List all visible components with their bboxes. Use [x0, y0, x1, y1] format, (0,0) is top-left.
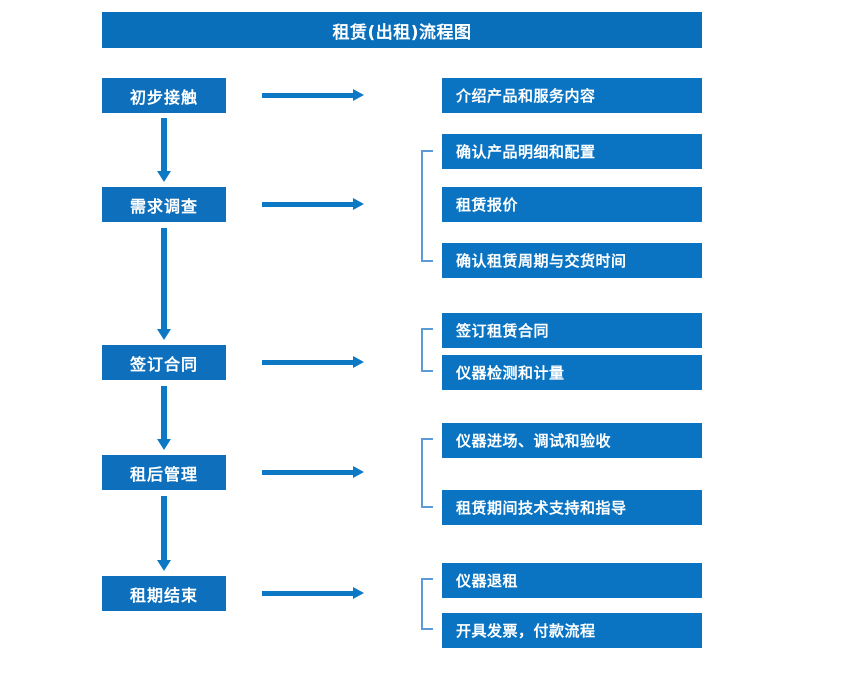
arrow-head: [353, 89, 364, 101]
stage-box-5[interactable]: 租期结束: [102, 576, 226, 611]
arrow-shaft: [262, 591, 354, 596]
stage-label: 签订合同: [129, 354, 198, 374]
arrow-head: [353, 198, 364, 210]
arrow-shaft: [161, 118, 167, 172]
vertical-arrow-3: [157, 386, 171, 450]
horizontal-arrow-3: [262, 356, 364, 368]
detail-box-2-3[interactable]: 确认租赁周期与交货时间: [442, 243, 702, 278]
detail-box-3-1[interactable]: 签订租赁合同: [442, 313, 702, 348]
group-bracket-2: [421, 150, 433, 262]
arrow-shaft: [262, 202, 354, 207]
arrow-head: [157, 171, 171, 182]
detail-box-3-2[interactable]: 仪器检测和计量: [442, 355, 702, 390]
stage-label: 租期结束: [129, 585, 198, 605]
vertical-arrow-4: [157, 496, 171, 571]
arrow-shaft: [161, 386, 167, 440]
detail-box-4-2[interactable]: 租赁期间技术支持和指导: [442, 490, 702, 525]
horizontal-arrow-4: [262, 466, 364, 478]
group-bracket-4: [421, 438, 433, 508]
vertical-arrow-1: [157, 118, 171, 182]
stage-box-3[interactable]: 签订合同: [102, 345, 226, 380]
arrow-head: [353, 587, 364, 599]
arrow-head: [353, 466, 364, 478]
horizontal-arrow-1: [262, 89, 364, 101]
arrow-head: [353, 356, 364, 368]
stage-label: 租后管理: [129, 464, 198, 484]
arrow-head: [157, 439, 171, 450]
stage-box-2[interactable]: 需求调查: [102, 187, 226, 222]
detail-box-5-1[interactable]: 仪器退租: [442, 563, 702, 598]
detail-box-2-1[interactable]: 确认产品明细和配置: [442, 134, 702, 169]
stage-box-1[interactable]: 初步接触: [102, 78, 226, 113]
stage-box-4[interactable]: 租后管理: [102, 455, 226, 490]
arrow-head: [157, 560, 171, 571]
arrow-shaft: [262, 470, 354, 475]
detail-box-2-2[interactable]: 租赁报价: [442, 187, 702, 222]
group-bracket-3: [421, 328, 433, 372]
detail-box-5-2[interactable]: 开具发票，付款流程: [442, 613, 702, 648]
stage-label: 需求调查: [129, 196, 198, 216]
horizontal-arrow-5: [262, 587, 364, 599]
arrow-shaft: [262, 93, 354, 98]
chart-title: 租赁(出租)流程图: [102, 12, 702, 48]
arrow-shaft: [161, 496, 167, 561]
arrow-head: [157, 329, 171, 340]
stage-label: 初步接触: [129, 87, 198, 107]
vertical-arrow-2: [157, 228, 171, 340]
horizontal-arrow-2: [262, 198, 364, 210]
detail-box-4-1[interactable]: 仪器进场、调试和验收: [442, 423, 702, 458]
arrow-shaft: [262, 360, 354, 365]
group-bracket-5: [421, 578, 433, 630]
arrow-shaft: [161, 228, 167, 330]
detail-box-1-1[interactable]: 介绍产品和服务内容: [442, 78, 702, 113]
